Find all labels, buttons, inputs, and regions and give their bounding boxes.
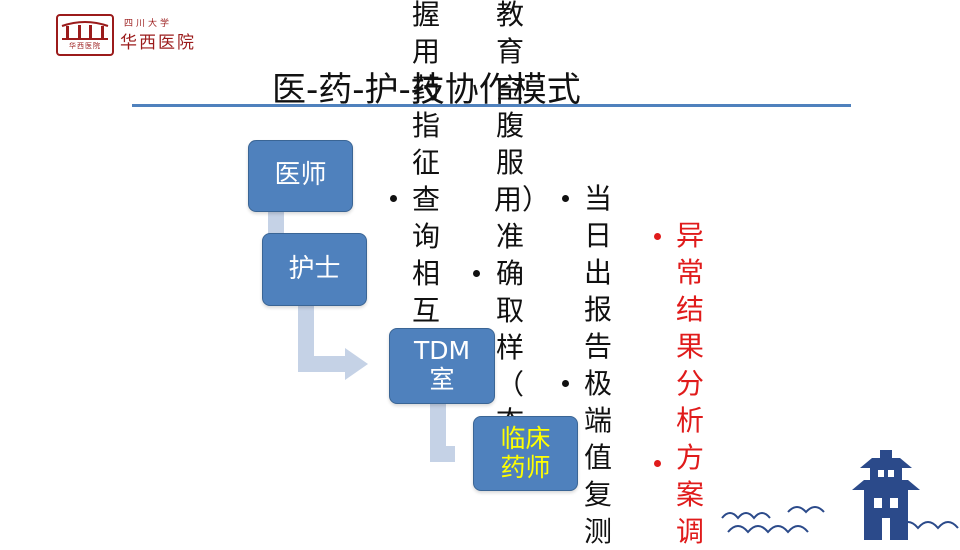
- node-pharmacist-label-1: 临床: [500, 423, 551, 453]
- column-4-char: 常: [675, 256, 704, 289]
- logo-emblem-text: 华西医院: [69, 42, 101, 50]
- column-3-char: 日: [583, 219, 612, 252]
- column-3-char: 出: [583, 256, 612, 289]
- node-nurse-label: 护士: [288, 253, 341, 284]
- column-3-char: 值: [583, 441, 612, 474]
- text-column-3: 当日出报告极端值复测: [582, 180, 614, 550]
- column-4-char: 果: [675, 330, 704, 363]
- logo-main-name: 华西医院: [120, 33, 196, 53]
- text-column-1: 握用药指征查询相互: [410, 0, 442, 329]
- column-4-char: 方: [675, 441, 704, 474]
- bullet-1: [390, 195, 397, 202]
- column-2-char: 腹: [495, 109, 524, 142]
- node-pharmacist-label-2: 药师: [500, 452, 551, 482]
- bullet-5: [654, 233, 661, 240]
- hospital-logo: 华西医院 四川大学 华西医院: [56, 14, 216, 56]
- column-2-char: 用）: [494, 183, 551, 216]
- arrow-tdm-to-pharmacist: [430, 404, 455, 462]
- column-2-char: 样: [495, 331, 524, 364]
- node-tdm-label-1: TDM: [413, 336, 471, 366]
- column-3-char: 端: [583, 404, 612, 437]
- column-2-char: 服: [495, 146, 524, 179]
- column-2-char: 确: [495, 257, 524, 290]
- bullet-3: [562, 195, 569, 202]
- column-2-char: 准: [495, 220, 524, 253]
- logo-sub-name: 四川大学: [124, 19, 173, 29]
- column-3-char: 测: [583, 515, 612, 548]
- column-4-char: 分: [675, 367, 704, 400]
- column-1-char: 查: [411, 183, 440, 216]
- column-2-char: 教: [495, 0, 524, 31]
- column-2-char: （: [495, 368, 524, 401]
- column-1-char: 询: [411, 220, 440, 253]
- column-4-char: 析: [675, 404, 704, 437]
- tower-decoration: [721, 450, 959, 540]
- column-1-char: 相: [411, 257, 440, 290]
- title-underline: [132, 104, 851, 107]
- bullet-6: [654, 460, 661, 467]
- column-2-char: 空: [495, 72, 524, 105]
- column-2-char: 育: [495, 35, 524, 68]
- column-2-char: 取: [495, 294, 524, 327]
- gate-icon: [61, 21, 109, 40]
- column-1-char: 握: [411, 0, 440, 31]
- bullet-2: [473, 270, 480, 277]
- column-1-char: 指: [411, 109, 440, 142]
- node-pharmacist: 临床 药师: [473, 416, 578, 491]
- column-4-char: 调: [675, 515, 704, 548]
- node-tdm: TDM 室: [389, 328, 495, 404]
- text-column-4: 异常结果分析方案调: [674, 217, 706, 550]
- node-doctor: 医师: [248, 140, 353, 212]
- column-3-char: 告: [583, 330, 612, 363]
- logo-emblem: 华西医院: [56, 14, 114, 56]
- column-3-char: 极: [583, 367, 612, 400]
- node-doctor-label: 医师: [274, 160, 327, 191]
- slide-title: 医-药-护-技协作模式: [272, 70, 581, 110]
- column-1-char: 征: [411, 146, 440, 179]
- column-4-char: 结: [675, 293, 704, 326]
- column-1-char: 药: [411, 72, 440, 105]
- column-1-char: 用: [411, 35, 440, 68]
- node-nurse: 护士: [262, 233, 367, 306]
- column-4-char: 案: [675, 478, 704, 511]
- arrow-doctor-to-nurse: [268, 212, 284, 234]
- column-3-char: 当: [583, 182, 612, 215]
- column-3-char: 报: [583, 293, 612, 326]
- column-1-char: 互: [411, 294, 440, 327]
- arrow-nurse-to-tdm: [298, 306, 368, 380]
- node-tdm-label-2: 室: [429, 365, 455, 394]
- bullet-4: [562, 380, 569, 387]
- column-4-char: 异: [675, 219, 704, 252]
- column-3-char: 复: [583, 478, 612, 511]
